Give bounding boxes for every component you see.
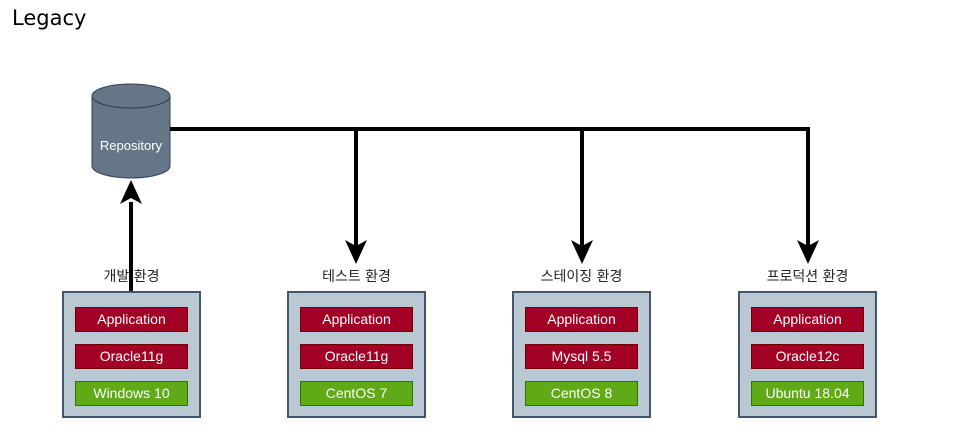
- database-layer: Oracle11g: [75, 344, 188, 369]
- database-layer: Mysql 5.5: [525, 344, 638, 369]
- env-box-dev: Application Oracle11g Windows 10: [62, 291, 201, 418]
- env-label-dev: 개발 환경: [103, 269, 160, 285]
- env-box-staging: Application Mysql 5.5 CentOS 8: [512, 291, 651, 418]
- application-layer: Application: [525, 307, 638, 332]
- edge-repository-to-production: [797, 127, 819, 264]
- repository-cylinder-icon: [91, 83, 171, 179]
- edge-repository-to-test: [345, 127, 367, 264]
- database-layer: Oracle12c: [751, 344, 864, 369]
- repository-label: Repository: [99, 138, 163, 153]
- application-layer: Application: [751, 307, 864, 332]
- env-label-test: 테스트 환경: [322, 269, 391, 285]
- page-title: Legacy: [12, 6, 87, 30]
- os-layer: CentOS 8: [525, 381, 638, 406]
- env-box-production: Application Oracle12c Ubuntu 18.04: [738, 291, 877, 418]
- env-box-test: Application Oracle11g CentOS 7: [287, 291, 426, 418]
- application-layer: Application: [75, 307, 188, 332]
- os-layer: Ubuntu 18.04: [751, 381, 864, 406]
- database-layer: Oracle11g: [300, 344, 413, 369]
- application-layer: Application: [300, 307, 413, 332]
- os-layer: Windows 10: [75, 381, 188, 406]
- edge-dev-to-repository: [120, 180, 142, 291]
- os-layer: CentOS 7: [300, 381, 413, 406]
- env-label-production: 프로덕션 환경: [766, 269, 849, 285]
- env-label-staging: 스테이징 환경: [540, 269, 623, 285]
- edge-repository-to-staging: [571, 127, 593, 264]
